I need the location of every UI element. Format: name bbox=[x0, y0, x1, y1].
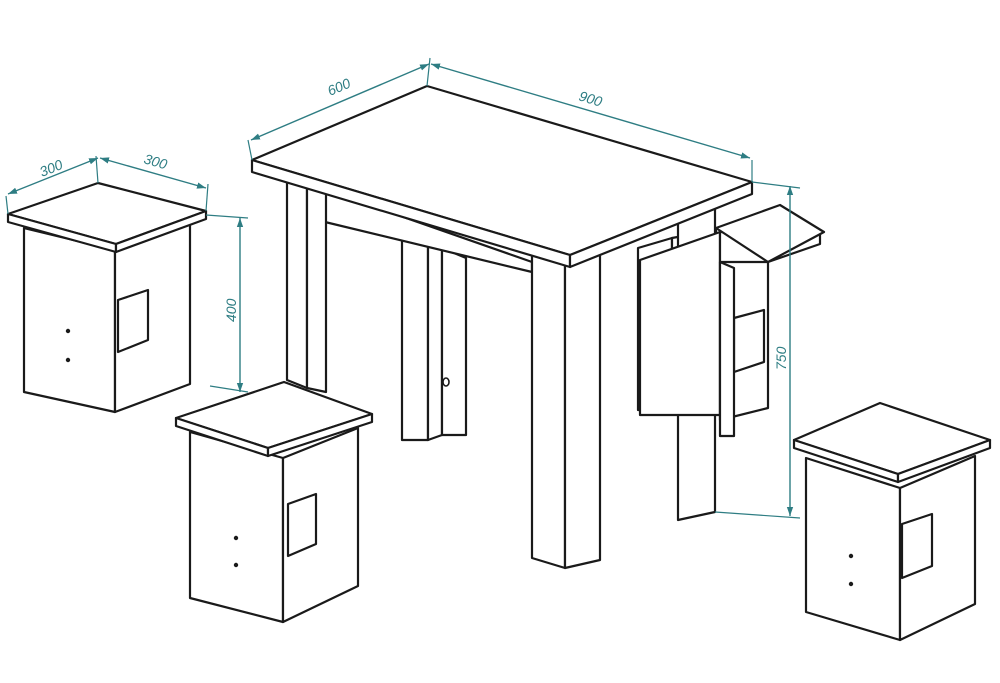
dimension-stool-depth: 300 bbox=[5, 155, 99, 215]
dimension-table-height: 750 bbox=[714, 181, 801, 519]
stool-front-center bbox=[174, 380, 374, 624]
stool-front-right bbox=[792, 401, 992, 642]
dimension-label-table-height: 750 bbox=[773, 346, 789, 370]
dimension-label-stool-depth: 300 bbox=[37, 156, 65, 180]
dimension-stool-width: 300 bbox=[99, 151, 209, 212]
table-back-leg-left bbox=[400, 238, 468, 442]
dimension-label-table-depth: 600 bbox=[325, 75, 353, 99]
stool-top-left bbox=[6, 181, 208, 414]
dimension-table-width: 900 bbox=[430, 63, 753, 182]
table-front-leg-left bbox=[285, 176, 328, 394]
dimension-label-table-width: 900 bbox=[577, 88, 604, 110]
stool-back-right bbox=[638, 203, 826, 438]
table-front-leg-center bbox=[530, 248, 602, 570]
dimension-label-stool-height: 400 bbox=[223, 298, 239, 322]
dimension-stool-height: 400 bbox=[205, 214, 249, 393]
dimension-label-stool-width: 300 bbox=[142, 151, 169, 173]
